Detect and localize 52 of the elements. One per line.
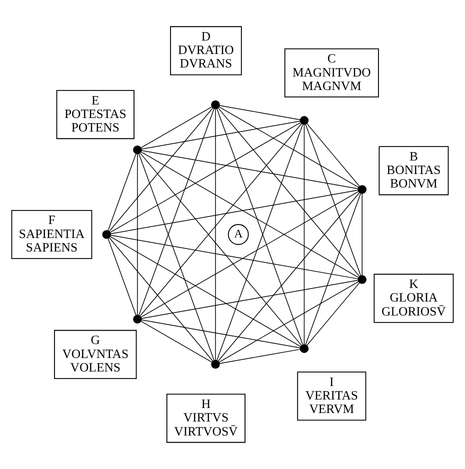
connector [140,123,302,316]
connector [141,120,300,150]
node-circle [133,145,142,154]
connector [138,108,214,316]
connector [306,282,360,346]
connector [108,237,214,362]
node-box: B BONITAS BONVM [378,146,449,196]
connector [140,191,359,318]
node-circle [300,344,309,353]
connector [140,106,212,148]
node-box: E POTESTAS POTENS [56,90,134,140]
node-box: K GLORIA GLORIOSV̄ [374,274,454,323]
connector [304,124,305,345]
node-box: H VIRTVS VIRTVOSV̄ [166,394,246,443]
connector [141,320,301,348]
connector [110,190,358,234]
node-circle [300,116,309,125]
connector [110,234,358,280]
node-circle [102,230,111,239]
connector [218,192,360,362]
connector [140,152,359,278]
connector [110,122,302,233]
connector [219,105,301,120]
connector [218,281,359,362]
connector [218,107,360,277]
node-circle [211,360,220,369]
node-circle [133,314,142,324]
connector [138,153,214,361]
connector [108,153,136,231]
connector [140,280,358,319]
node-box: F SAPIENTIA SAPIENS [11,210,92,260]
node-box: G VOLVNTAS VOLENS [54,330,137,379]
node-circle: A [228,224,249,245]
connector [305,124,362,276]
connector [218,106,359,188]
connector [110,236,302,347]
connector [306,123,360,186]
node-box: I VERITAS VERVM [297,372,366,421]
node-circle [358,185,367,194]
connector [215,108,216,360]
connector [140,152,302,346]
node-box: C MAGNITVDO MAGNVM [284,48,379,98]
connector [219,348,301,364]
connector [137,154,138,316]
connector [305,193,362,346]
connector [108,238,136,316]
connector [141,150,359,190]
connector [140,320,212,363]
node-box: D DVRATIO DVRANS [170,26,242,76]
node-circle [358,275,367,284]
node-circle [211,100,220,110]
connector [108,108,214,232]
